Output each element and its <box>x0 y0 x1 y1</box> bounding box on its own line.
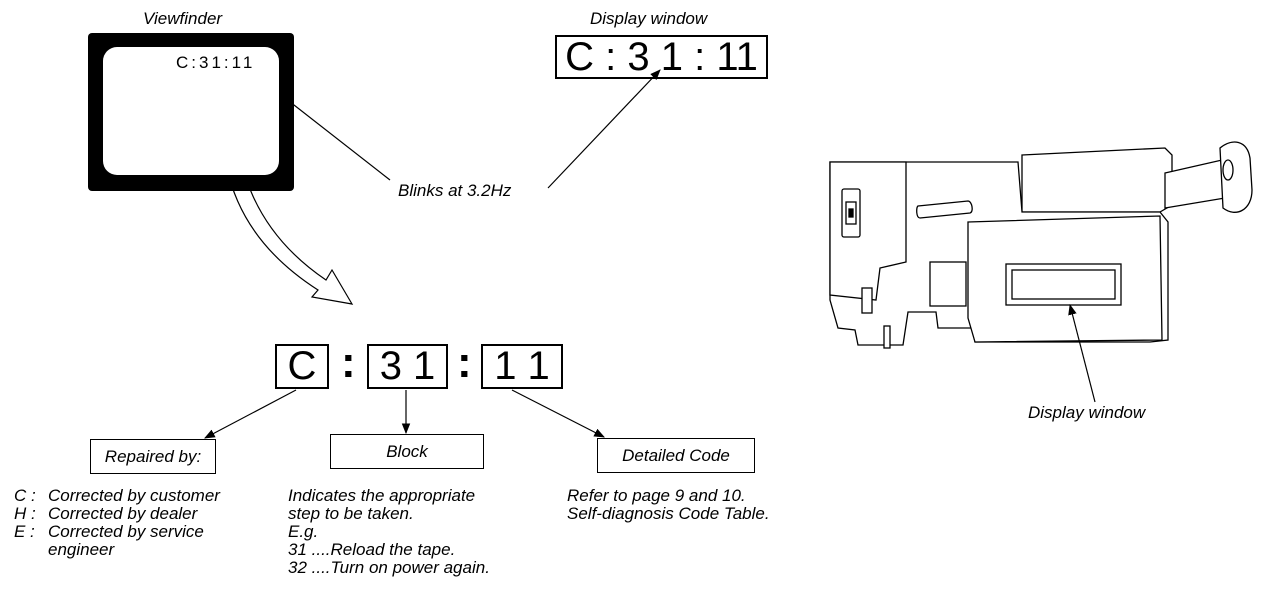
code-colon-2: : <box>457 338 472 387</box>
block-line: step to be taken. <box>288 504 414 523</box>
camera-display-window-label: Display window <box>1028 403 1146 422</box>
repaired-by-item: E :Corrected by service <box>14 522 204 541</box>
repaired-by-item: H :Corrected by dealer <box>14 504 198 523</box>
block-line: 31 ....Reload the tape. <box>288 540 456 559</box>
code-part-detailed: 1 1 <box>481 344 563 389</box>
detailed-code-line: Refer to page 9 and 10. <box>567 486 746 505</box>
blink-note: Blinks at 3.2Hz <box>398 181 512 200</box>
repaired-by-item: engineer <box>48 540 115 559</box>
block-line: E.g. <box>288 522 319 541</box>
code-part-block: 3 1 <box>367 344 448 389</box>
display-window-code: C : 3 1 : 11 <box>555 35 768 79</box>
camcorder-drawing <box>829 141 1253 349</box>
label-block: Block <box>330 434 484 469</box>
detailed-code-line: Self-diagnosis Code Table. <box>567 504 770 523</box>
detailed-code-description: Refer to page 9 and 10. Self-diagnosis C… <box>567 487 770 523</box>
viewfinder-code: C:31:11 <box>176 53 256 72</box>
arrow-to-camera-display <box>1068 303 1096 403</box>
arrow-to-detailed-code <box>511 389 605 438</box>
label-detailed-code: Detailed Code <box>597 438 755 473</box>
repaired-by-list: C :Corrected by customer H :Corrected by… <box>14 487 220 559</box>
block-line: Indicates the appropriate <box>288 486 476 505</box>
viewfinder-title: Viewfinder <box>143 9 223 28</box>
label-repaired-by: Repaired by: <box>90 439 216 474</box>
repaired-by-item: C :Corrected by customer <box>14 486 220 505</box>
arrow-to-repaired-by <box>204 389 297 439</box>
display-window-title: Display window <box>590 9 708 28</box>
viewfinder-screen <box>103 47 279 175</box>
code-part-repaired-by: C <box>275 344 329 389</box>
block-line: 32 ....Turn on power again. <box>288 558 490 577</box>
blink-arrow-display <box>547 69 661 189</box>
code-colon-1: : <box>341 338 356 387</box>
block-description: Indicates the appropriate step to be tak… <box>288 487 490 577</box>
